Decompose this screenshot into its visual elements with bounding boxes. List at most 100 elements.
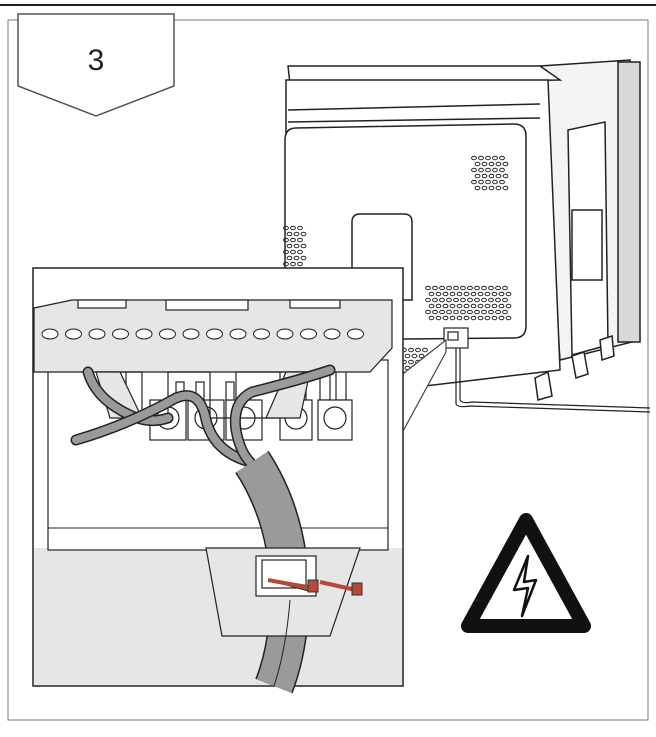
vent-hole [499, 167, 505, 173]
vent-hole [432, 297, 438, 303]
cover-screw-hole [182, 328, 200, 340]
vent-hole [505, 315, 512, 321]
vent-hole [491, 291, 498, 297]
vent-hole [477, 315, 484, 321]
vent-hole [435, 291, 442, 297]
vent-hole [478, 155, 484, 161]
cover-screw-hole [347, 328, 364, 340]
vent-hole [478, 167, 484, 173]
vent-hole [283, 261, 289, 267]
vent-hole [488, 185, 495, 191]
vent-hole [471, 167, 477, 173]
vent-hole [502, 173, 509, 179]
vent-hole [460, 309, 466, 315]
vent-hole [499, 179, 505, 185]
vent-hole [505, 291, 512, 297]
vent-hole [411, 353, 418, 359]
vent-hole [408, 359, 414, 365]
vent-hole [484, 315, 491, 321]
vent-hole [484, 303, 491, 309]
vent-hole [495, 309, 501, 315]
vent-hole [474, 161, 481, 167]
vent-hole [492, 155, 498, 161]
vent-hole [467, 309, 473, 315]
vent-hole [488, 173, 495, 179]
cover-screw-hole [276, 328, 294, 340]
vent-hole [449, 303, 456, 309]
vent-hole [442, 315, 449, 321]
vent-hole [485, 155, 491, 161]
vent-hole [425, 297, 431, 303]
vent-hole [505, 303, 512, 309]
vent-hole [488, 161, 495, 167]
vent-hole [502, 161, 509, 167]
vent-hole [484, 291, 491, 297]
vent-hole [439, 297, 445, 303]
vent-hole [477, 303, 484, 309]
vent-hole [474, 309, 480, 315]
vent-hole [495, 285, 501, 291]
vent-hole [293, 231, 300, 237]
vent-hole [491, 303, 498, 309]
vent-hole [290, 225, 296, 231]
vent-hole [446, 297, 452, 303]
vent-hole [481, 173, 488, 179]
vent-hole [481, 161, 488, 167]
vent-hole [446, 309, 452, 315]
vent-hole [492, 179, 498, 185]
vent-holes [283, 155, 512, 377]
vent-hole [456, 315, 463, 321]
vent-hole [432, 285, 438, 291]
vent-hole [495, 297, 501, 303]
vent-hole [439, 285, 445, 291]
vent-hole [502, 297, 508, 303]
vent-hole [428, 315, 435, 321]
vent-hole [283, 249, 289, 255]
cover-screw-hole [112, 328, 129, 340]
vent-hole [481, 285, 487, 291]
vent-hole [283, 237, 289, 243]
vent-hole [404, 353, 411, 359]
vent-hole [481, 297, 487, 303]
vent-hole [425, 285, 431, 291]
vent-hole [297, 237, 303, 243]
vent-hole [491, 315, 498, 321]
vent-hole [495, 185, 502, 191]
vent-hole [422, 347, 428, 353]
vent-hole [470, 291, 477, 297]
vent-hole [300, 231, 307, 237]
vent-hole [286, 255, 293, 261]
vent-hole [492, 167, 498, 173]
vent-hole [481, 309, 487, 315]
cover-screw-hole [88, 328, 106, 340]
vent-hole [477, 291, 484, 297]
vent-hole [453, 309, 459, 315]
vent-hole [300, 255, 307, 261]
vent-hole [449, 291, 456, 297]
cover-screw-hole [206, 328, 223, 340]
vent-hole [290, 237, 296, 243]
vent-hole [498, 291, 505, 297]
vent-hole [286, 243, 293, 249]
mains-cable [443, 327, 651, 413]
vent-hole [463, 291, 470, 297]
vent-hole [453, 297, 459, 303]
vent-hole [415, 347, 421, 353]
vent-hole [463, 315, 470, 321]
vent-hole [478, 179, 484, 185]
vent-hole [435, 315, 442, 321]
vent-hole [297, 249, 303, 255]
cover-screw-hole [65, 328, 82, 340]
vent-hole [502, 285, 508, 291]
cover-screw-hole [300, 328, 317, 340]
vent-hole [463, 303, 470, 309]
vent-hole [290, 261, 296, 267]
step-badge: 3 [17, 13, 175, 117]
vent-hole [498, 315, 505, 321]
vent-hole [495, 173, 502, 179]
vent-hole [474, 285, 480, 291]
vent-hole [283, 225, 289, 231]
vent-hole [432, 309, 438, 315]
vent-hole [297, 225, 303, 231]
